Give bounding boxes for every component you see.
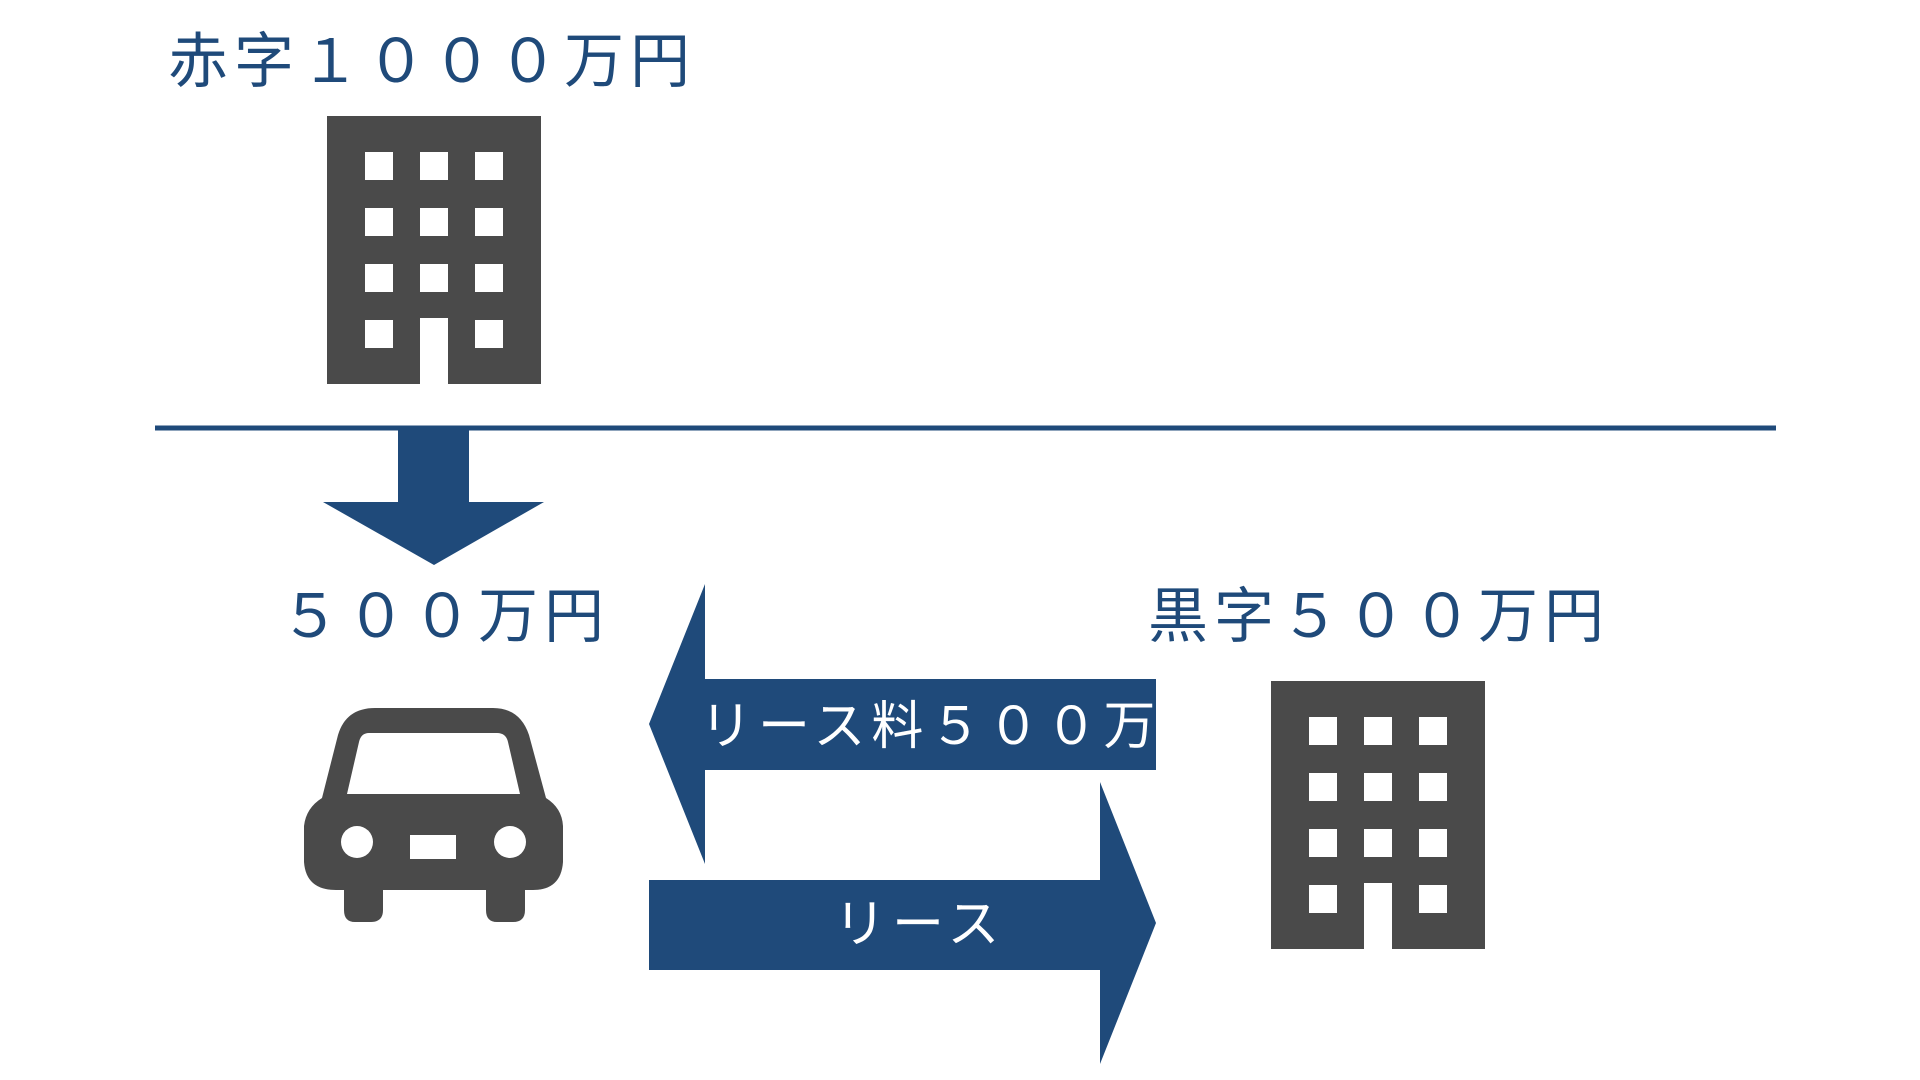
- surplus-label: 黒字５００万円: [1148, 582, 1610, 652]
- lease-fee-arrow: リース料５００万円: [649, 584, 1219, 864]
- down-arrow: [323, 428, 544, 565]
- lease-arrow: リース: [649, 782, 1156, 1064]
- surplus-company-building-icon: [1271, 681, 1485, 949]
- deficit-company-building-icon: [327, 116, 541, 384]
- deficit-label: 赤字１０００万円: [168, 27, 696, 97]
- car-icon: [304, 708, 563, 922]
- lease-fee-label: リース料５００万円: [700, 697, 1219, 757]
- lease-label: リース: [834, 895, 1005, 955]
- transfer-amount-label: ５００万円: [280, 582, 610, 652]
